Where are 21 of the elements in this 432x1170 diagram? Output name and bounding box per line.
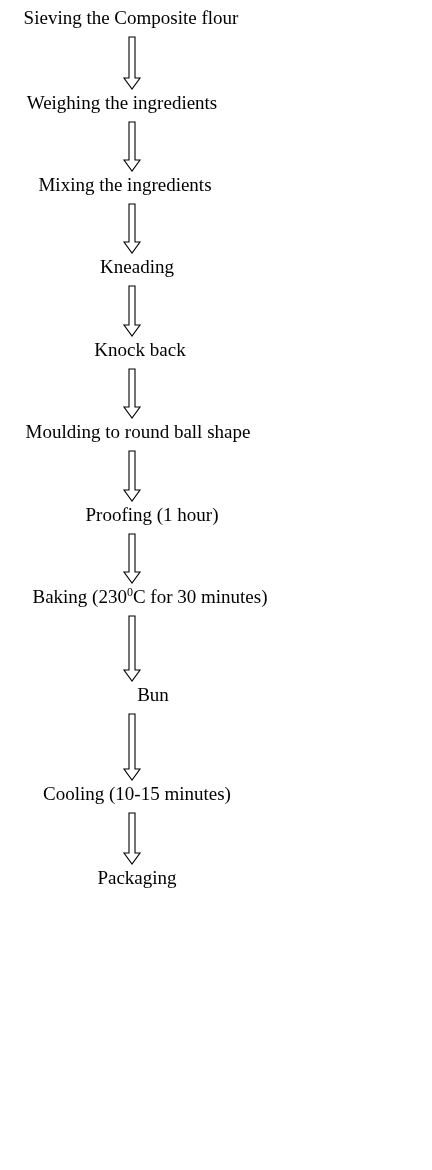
hollow-arrow: [122, 533, 142, 584]
step-label: Proofing (1 hour): [85, 504, 219, 526]
hollow-arrow: [122, 450, 142, 502]
step-label: Weighing the ingredients: [26, 92, 218, 114]
step-label: Kneading: [100, 256, 174, 278]
hollow-arrow: [122, 36, 142, 90]
hollow-arrow: [122, 121, 142, 172]
step-label: Moulding to round ball shape: [25, 421, 251, 443]
hollow-arrow: [122, 812, 142, 865]
hollow-arrow: [122, 285, 142, 337]
step-label: Sieving the Composite flour: [23, 7, 239, 29]
hollow-arrow: [122, 713, 142, 781]
step-label: Packaging: [97, 867, 177, 889]
step-label: Cooling (10-15 minutes): [43, 783, 231, 805]
hollow-arrow: [122, 203, 142, 254]
step-label: Knock back: [94, 339, 186, 361]
step-label: Bun: [137, 684, 169, 706]
step-label: Baking (230$^{0}$C for 30 minutes): [32, 586, 268, 608]
step-label: Mixing the ingredients: [38, 174, 212, 196]
hollow-arrow: [122, 368, 142, 419]
hollow-arrow: [122, 615, 142, 682]
